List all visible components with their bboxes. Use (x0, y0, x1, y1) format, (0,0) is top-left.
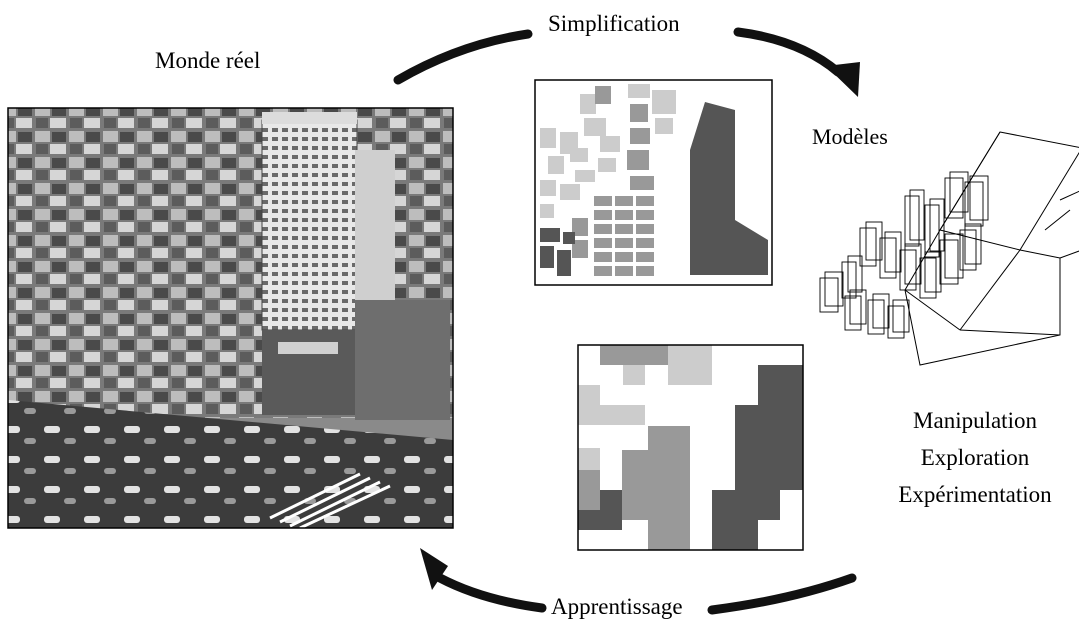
label-exploration: Exploration (920, 445, 1030, 470)
arrow-simplification-to-models (733, 27, 843, 77)
arrowhead-models (826, 62, 860, 97)
raster-grid (577, 344, 804, 551)
label-group-manipulation: Manipulation Exploration Expérimentation (880, 402, 1070, 513)
label-learning: Apprentissage (551, 594, 683, 619)
arrowhead-real-world (420, 548, 448, 590)
label-manipulation: Manipulation (913, 408, 1037, 433)
label-models: Modèles (812, 124, 888, 149)
arrow-manipulation-to-learning (707, 573, 857, 615)
arrow-learning-to-real-world (435, 573, 547, 613)
label-real-world: Monde réel (155, 48, 261, 73)
city-photo (7, 107, 454, 530)
wireframe-model (819, 131, 1079, 366)
simplified-map (534, 79, 773, 286)
label-experimentation: Expérimentation (898, 482, 1052, 507)
arrow-to-simplification (393, 29, 533, 85)
label-simplification: Simplification (548, 11, 680, 36)
